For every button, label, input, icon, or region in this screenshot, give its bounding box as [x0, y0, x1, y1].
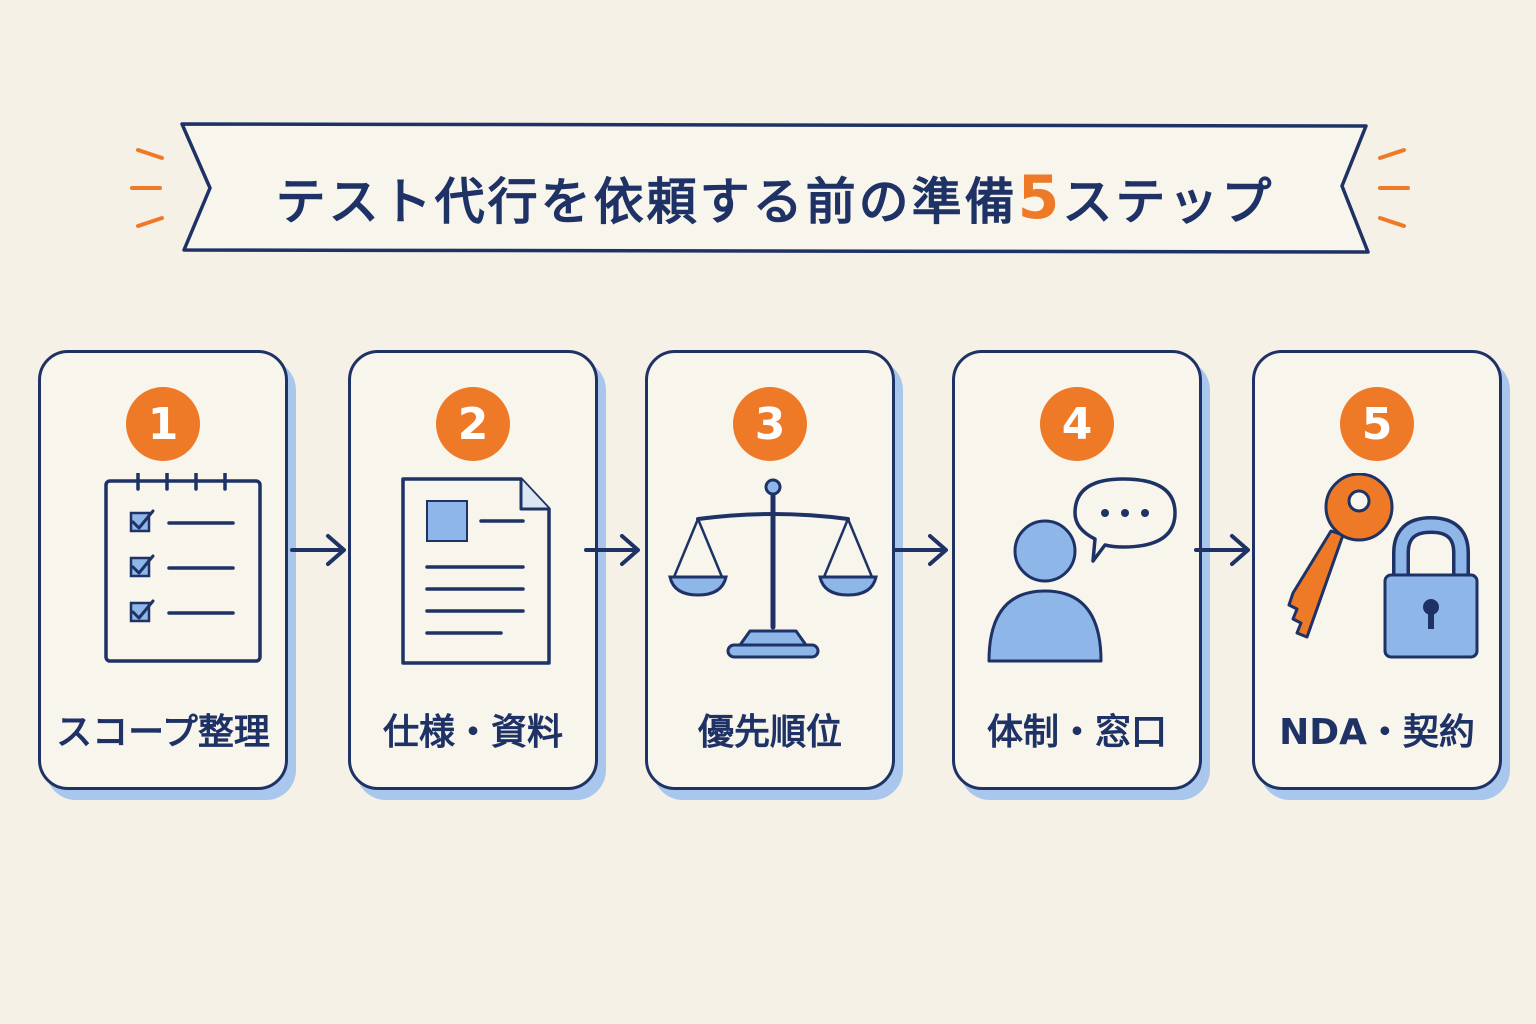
step-number-badge: 4: [1040, 387, 1114, 461]
scale-icon: [668, 478, 878, 659]
step-card-5: 5 NDA・契約: [1252, 350, 1502, 790]
title-suffix: ステップ: [1062, 173, 1275, 231]
step-number-badge: 5: [1340, 387, 1414, 461]
right-sparkle-icon: [1378, 148, 1410, 228]
step-number-badge: 2: [436, 387, 510, 461]
arrow-right-icon: [584, 534, 640, 566]
title-banner: [180, 122, 1370, 254]
step-card-2: 2 仕様・資料: [348, 350, 598, 790]
arrow-right-icon: [892, 534, 948, 566]
key-lock-icon: [1287, 473, 1479, 659]
title-step-count: 5: [1017, 163, 1063, 233]
arrow-right-icon: [1194, 534, 1250, 566]
step-card-1: 1 スコープ整理: [38, 350, 288, 790]
person-chat-icon: [987, 477, 1177, 663]
step-label: スコープ整理: [56, 712, 270, 753]
step-label: 優先順位: [697, 712, 842, 753]
step-card-3: 3 優先順位: [645, 350, 895, 790]
padlock-icon: [1383, 515, 1479, 659]
step-label: 仕様・資料: [382, 712, 563, 753]
step-label: NDA・契約: [1279, 712, 1475, 753]
key-icon: [1287, 473, 1394, 639]
speech-bubble-icon: [1073, 477, 1177, 563]
document-icon: [401, 477, 551, 665]
person-icon: [987, 519, 1103, 663]
step-number-badge: 1: [126, 387, 200, 461]
arrow-right-icon: [290, 534, 346, 566]
checklist-icon: [104, 473, 262, 663]
step-number-badge: 3: [733, 387, 807, 461]
step-label: 体制・窓口: [986, 712, 1167, 753]
left-sparkle-icon: [130, 148, 164, 228]
title-main: テスト代行を依頼する前の準備: [275, 173, 1018, 231]
page-title: テスト代行を依頼する前の準備 5 ステップ: [230, 150, 1320, 246]
step-card-4: 4 体制・窓口: [952, 350, 1202, 790]
